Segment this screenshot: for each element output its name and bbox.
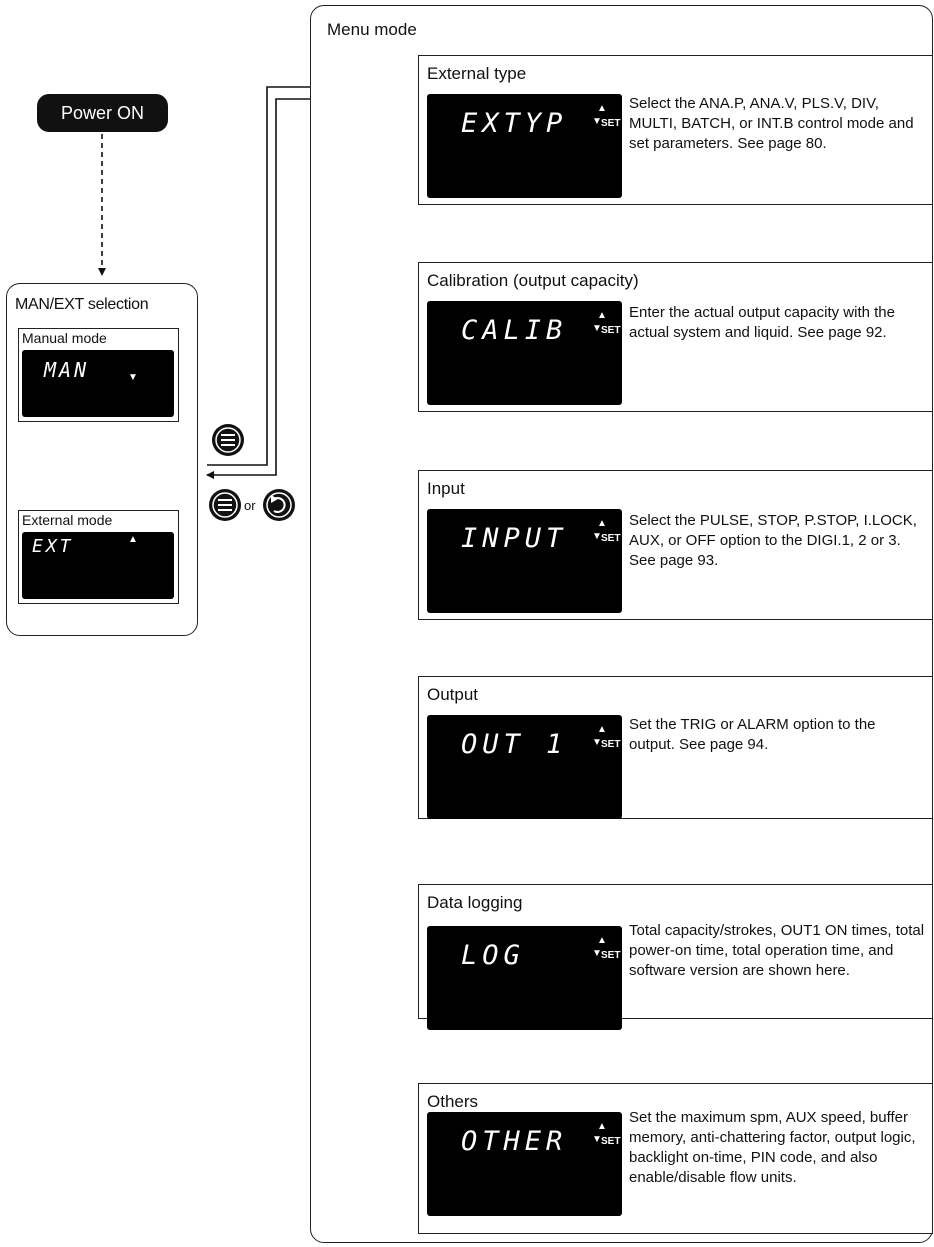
set-label: SET — [601, 739, 621, 750]
lcd-text: LOG — [461, 940, 525, 971]
down-indicator-icon: ▼ — [592, 531, 602, 542]
card-title: Output — [427, 685, 479, 704]
man-ext-title: MAN/EXT selection — [15, 296, 149, 313]
external-mode-box: External mode EXT ▲ — [18, 510, 179, 604]
external-display-text: EXT — [32, 536, 74, 557]
card-description: Set the maximum spm, AUX speed, buffer m… — [629, 1109, 916, 1186]
lcd-text: OTHER — [461, 1126, 568, 1157]
up-indicator-icon: ▲ — [128, 534, 138, 545]
card-description: Select the ANA.P, ANA.V, PLS.V, DIV, MUL… — [629, 95, 914, 152]
lcd-text: OUT 1 — [461, 729, 568, 760]
menu-card: Calibration (output capacity) CALIB ▲ ▼SET E… — [418, 262, 933, 412]
up-indicator-icon: ▲ — [597, 935, 607, 946]
up-indicator-icon: ▲ — [597, 518, 607, 529]
menu-key-icon[interactable] — [212, 424, 244, 456]
card-description: Enter the actual output capacity with th… — [629, 304, 895, 341]
external-mode-label: External mode — [22, 512, 113, 528]
card-title: Input — [427, 479, 465, 498]
manual-mode-label: Manual mode — [22, 330, 107, 346]
manual-mode-display: MAN ▼ — [22, 350, 174, 417]
external-mode-display: EXT ▲ — [22, 532, 174, 599]
card-description: Set the TRIG or ALARM option to the outp… — [629, 716, 876, 753]
lcd-display: CALIB ▲ ▼SET — [427, 301, 622, 405]
lcd-text: CALIB — [461, 315, 568, 346]
card-title: Others — [427, 1092, 479, 1111]
card-title: Data logging — [427, 893, 523, 912]
up-indicator-icon: ▲ — [597, 1121, 607, 1132]
up-indicator-icon: ▲ — [597, 310, 607, 321]
back-key-icon[interactable] — [263, 489, 295, 521]
down-indicator-icon: ▼ — [592, 1134, 602, 1145]
manual-display-text: MAN — [44, 358, 90, 382]
lcd-display: EXTYP ▲ ▼SET — [427, 94, 622, 198]
up-indicator-icon: ▲ — [597, 103, 607, 114]
or-label: or — [244, 498, 256, 513]
menu-mode-title: Menu mode — [327, 20, 417, 39]
set-label: SET — [601, 325, 621, 336]
set-label: SET — [601, 118, 621, 129]
card-title: External type — [427, 64, 527, 83]
set-label: SET — [601, 1136, 621, 1147]
menu-key-icon[interactable] — [209, 489, 241, 521]
down-indicator-icon: ▼ — [592, 116, 602, 127]
down-indicator-icon: ▼ — [592, 948, 602, 959]
lcd-text: EXTYP — [461, 108, 568, 139]
down-indicator-icon: ▼ — [128, 372, 138, 383]
lcd-display: INPUT ▲ ▼SET — [427, 509, 622, 613]
card-description: Select the PULSE, STOP, P.STOP, I.LOCK, … — [629, 512, 917, 569]
card-description: Total capacity/strokes, OUT1 ON times, t… — [629, 922, 925, 979]
set-label: SET — [601, 950, 621, 961]
lcd-text: INPUT — [461, 523, 568, 554]
card-title: Calibration (output capacity) — [427, 271, 639, 290]
down-indicator-icon: ▼ — [592, 737, 602, 748]
up-indicator-icon: ▲ — [597, 724, 607, 735]
lcd-display: OUT 1 ▲ ▼SET — [427, 715, 622, 819]
down-indicator-icon: ▼ — [592, 323, 602, 334]
lcd-display: LOG ▲ ▼SET — [427, 926, 622, 1030]
manual-mode-box: Manual mode MAN ▼ — [18, 328, 179, 422]
power-on-label: Power ON — [37, 94, 168, 132]
menu-mode-frame — [310, 5, 933, 1243]
set-label: SET — [601, 533, 621, 544]
lcd-display: OTHER ▲ ▼SET — [427, 1112, 622, 1216]
